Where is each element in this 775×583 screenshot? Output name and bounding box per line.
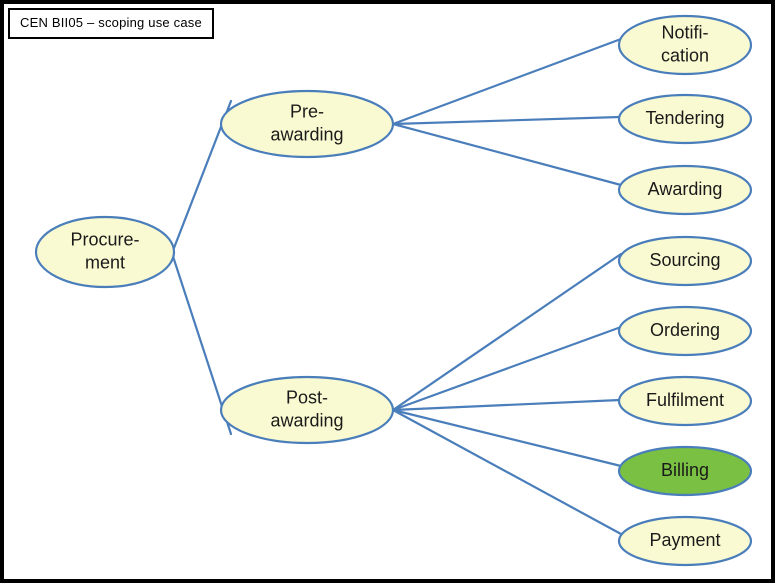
- edge-pre-awarding-notification: [391, 37, 623, 126]
- node-pre-awarding[interactable]: Pre-awarding: [219, 89, 395, 159]
- node-tendering[interactable]: Tendering: [617, 93, 753, 145]
- edge-pre-awarding-tendering: [391, 115, 622, 126]
- node-billing[interactable]: Billing: [617, 445, 753, 497]
- diagram-title-box: CEN BII05 – scoping use case: [8, 8, 214, 40]
- node-procurement[interactable]: Procure-ment: [34, 215, 176, 289]
- node-sourcing[interactable]: Sourcing: [617, 235, 753, 287]
- edge-procurement-post-awarding: [165, 236, 233, 436]
- node-shape-notification[interactable]: [617, 14, 753, 76]
- edges-layer: [165, 37, 623, 536]
- node-shape-awarding[interactable]: [617, 164, 753, 216]
- node-ordering[interactable]: Ordering: [617, 305, 753, 357]
- node-shape-fulfilment[interactable]: [617, 375, 753, 427]
- edge-post-awarding-billing: [391, 408, 623, 468]
- edge-post-awarding-sourcing: [391, 252, 623, 412]
- node-fulfilment[interactable]: Fulfilment: [617, 375, 753, 427]
- node-shape-procurement[interactable]: [34, 215, 176, 289]
- edge-procurement-pre-awarding: [165, 99, 233, 268]
- node-shape-tendering[interactable]: [617, 93, 753, 145]
- node-notification[interactable]: Notifi-cation: [617, 14, 753, 76]
- edge-post-awarding-ordering: [391, 325, 623, 412]
- edge-post-awarding-fulfilment: [391, 398, 622, 412]
- node-shape-payment[interactable]: [617, 515, 753, 567]
- node-shape-pre-awarding[interactable]: [219, 89, 395, 159]
- edge-post-awarding-payment: [391, 408, 623, 536]
- node-awarding[interactable]: Awarding: [617, 164, 753, 216]
- node-shape-sourcing[interactable]: [617, 235, 753, 287]
- node-shape-post-awarding[interactable]: [219, 375, 395, 445]
- node-shape-billing[interactable]: [617, 445, 753, 497]
- diagram-title-label: CEN BII05 – scoping use case: [20, 15, 202, 30]
- node-payment[interactable]: Payment: [617, 515, 753, 567]
- edge-pre-awarding-awarding: [391, 122, 623, 187]
- node-shape-ordering[interactable]: [617, 305, 753, 357]
- node-post-awarding[interactable]: Post-awarding: [219, 375, 395, 445]
